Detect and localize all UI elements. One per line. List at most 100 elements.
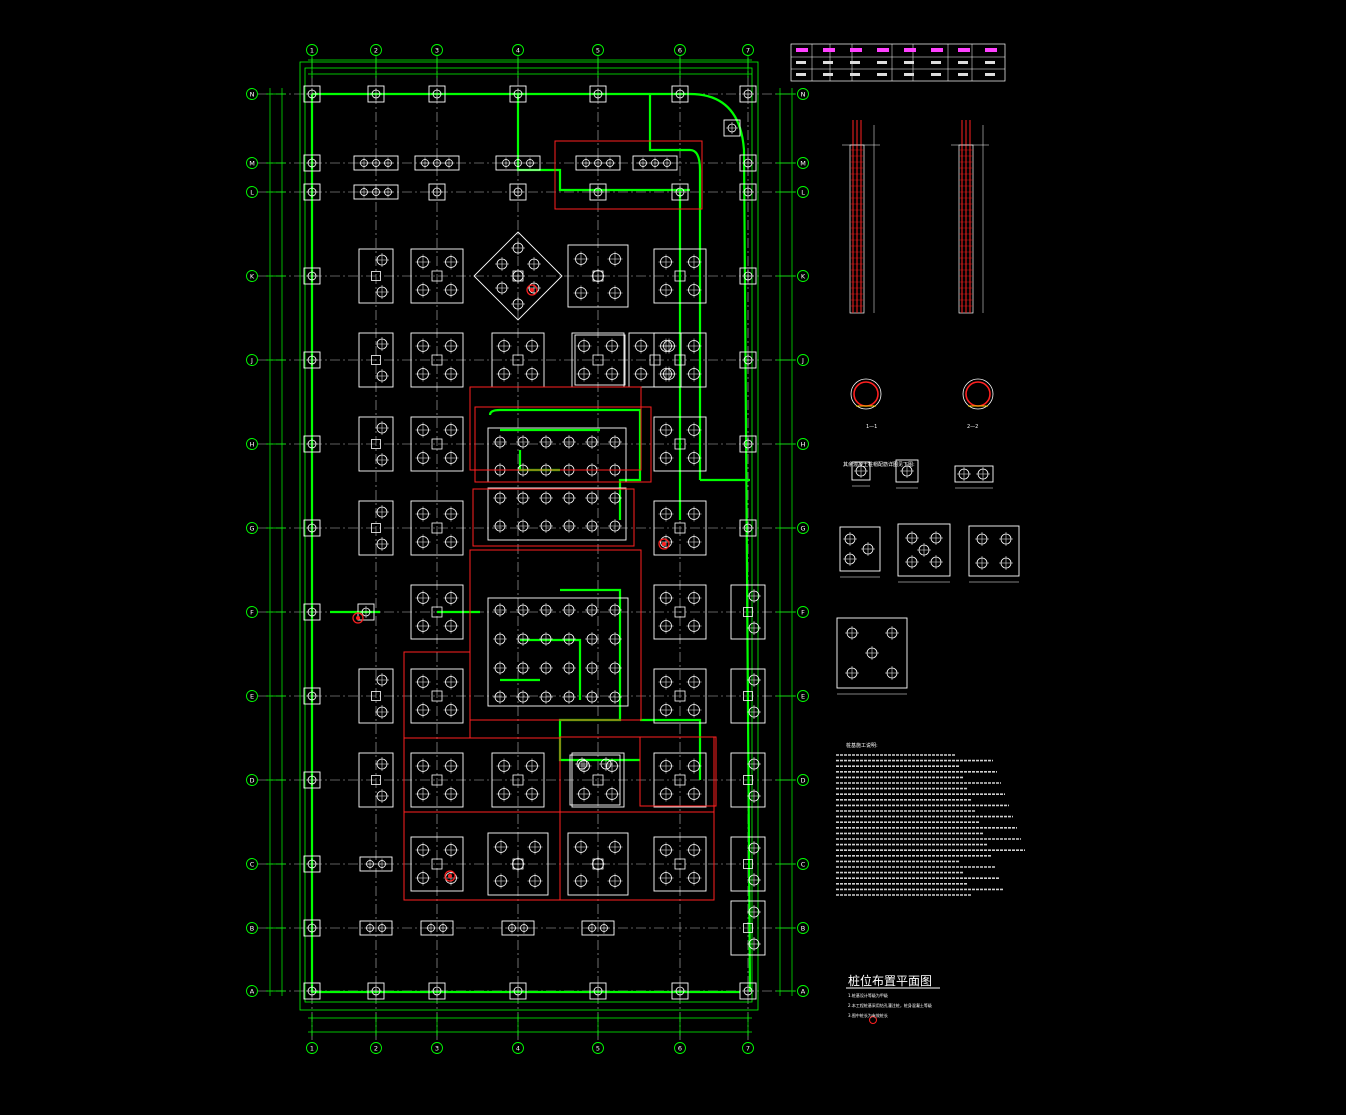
cap-outline-75	[581, 920, 615, 936]
column-60	[431, 522, 443, 534]
pile-cap-36	[589, 982, 607, 1000]
axis-left-H-label: H	[250, 440, 255, 448]
column-77	[674, 354, 686, 366]
core2-0-1	[493, 519, 507, 533]
detail-cap-6-outline	[968, 525, 1020, 577]
pile-cap-46	[589, 183, 607, 201]
core2-5-0	[608, 491, 622, 505]
axis-right-K-label: K	[801, 272, 806, 280]
section-1-outer	[962, 378, 994, 410]
pile-cap-6	[303, 435, 321, 453]
pile-cap-82	[653, 752, 707, 808]
column-63	[431, 774, 443, 786]
core3-0-3	[493, 690, 507, 704]
pile-cap-4	[303, 267, 321, 285]
cap-outline-55	[359, 920, 393, 936]
pile-cap-41	[575, 155, 621, 171]
pile-cap-34	[428, 982, 446, 1000]
cap-outline-27	[723, 119, 741, 137]
schedule-cell-1-4	[904, 73, 914, 76]
detail-cap-2-outline	[895, 459, 919, 483]
pile-cap-60	[410, 500, 464, 556]
column-70	[592, 858, 604, 870]
schedule-cell-1-5	[931, 73, 941, 76]
cap-outline-6	[303, 435, 321, 453]
cap-outline-71	[567, 244, 629, 308]
column-22	[743, 775, 753, 785]
cap-outline-9	[303, 687, 321, 705]
axis-left-M-circle	[246, 157, 258, 169]
detail-cap-1-outline	[851, 461, 871, 481]
pile-cap-1	[303, 85, 321, 103]
column-84	[649, 354, 661, 366]
axis-left-D-label: D	[249, 776, 254, 784]
axis-right-J-circle	[797, 354, 809, 366]
pile-cap-76	[653, 248, 707, 304]
column-78	[674, 438, 686, 450]
cap-outline-24	[730, 900, 766, 956]
pile-cap-26	[739, 982, 757, 1000]
column-80	[674, 606, 686, 618]
cap-outline-76	[653, 248, 707, 304]
cap-outline-8	[303, 603, 321, 621]
core3-5-3	[608, 690, 622, 704]
core-cap-5	[574, 334, 626, 386]
axis-top-6-label: 6	[678, 46, 682, 54]
axis-bottom-1-label: 1	[310, 1044, 314, 1052]
cap-outline-80	[653, 584, 707, 640]
section-1-ring	[965, 381, 991, 407]
cap-outline-38	[353, 155, 399, 171]
cap-outline-30	[509, 85, 527, 103]
column-51	[371, 523, 381, 533]
pile-cap-81	[653, 668, 707, 724]
cap-outline-56	[357, 603, 375, 621]
schedule-head-5	[931, 48, 943, 52]
pile-cap-17	[739, 351, 757, 369]
column-83	[674, 858, 686, 870]
pile-cap-62	[410, 668, 464, 724]
axis-top-5-circle	[592, 44, 604, 56]
axis-left-F-label: F	[250, 608, 254, 616]
cap-outline-21	[730, 668, 766, 724]
cap-outline-65	[420, 920, 454, 936]
axis-left-A-label: A	[250, 987, 255, 995]
cap-outline-31	[589, 85, 607, 103]
axis-left-N-circle	[246, 88, 258, 100]
schedule-cell-1-1	[823, 73, 833, 76]
core3-4-3	[585, 690, 599, 704]
pile-cap-58	[410, 332, 464, 388]
axis-bottom-6-label: 6	[678, 1044, 682, 1052]
detail-cap-7-outline	[836, 617, 908, 689]
detail-cap-6	[968, 525, 1020, 583]
pile-cap-16	[739, 267, 757, 285]
cap-outline-16	[739, 267, 757, 285]
route-2	[516, 94, 690, 192]
highlight-box-0	[554, 140, 703, 210]
core1-3-0	[562, 435, 576, 449]
core3-3-2	[562, 661, 576, 675]
schedule-head-0	[796, 48, 808, 52]
axis-right-D-circle	[797, 774, 809, 786]
column-73	[592, 774, 604, 786]
column-61	[431, 606, 443, 618]
pile-cap-66	[473, 231, 563, 321]
core-cap-2	[487, 487, 627, 541]
axis-right-B-circle	[797, 922, 809, 934]
axis-left-E-label: E	[250, 692, 254, 700]
pile-cap-55	[359, 920, 393, 936]
cap-outline-57	[410, 248, 464, 304]
column-81	[674, 690, 686, 702]
column-82	[674, 774, 686, 786]
test-pile-dot-3	[448, 874, 452, 878]
axis-bottom-1-circle	[306, 1042, 318, 1054]
pile-cap-20	[730, 584, 766, 640]
axis-bottom-2-label: 2	[374, 1044, 378, 1052]
axis-top-5-label: 5	[596, 46, 600, 54]
cap-outline-40	[495, 155, 541, 171]
pile-cap-79	[653, 500, 707, 556]
core-cap-1	[487, 427, 627, 483]
grid-lines	[258, 58, 796, 1040]
pile-cap-61	[410, 584, 464, 640]
schedule-cell-0-5	[931, 61, 941, 64]
